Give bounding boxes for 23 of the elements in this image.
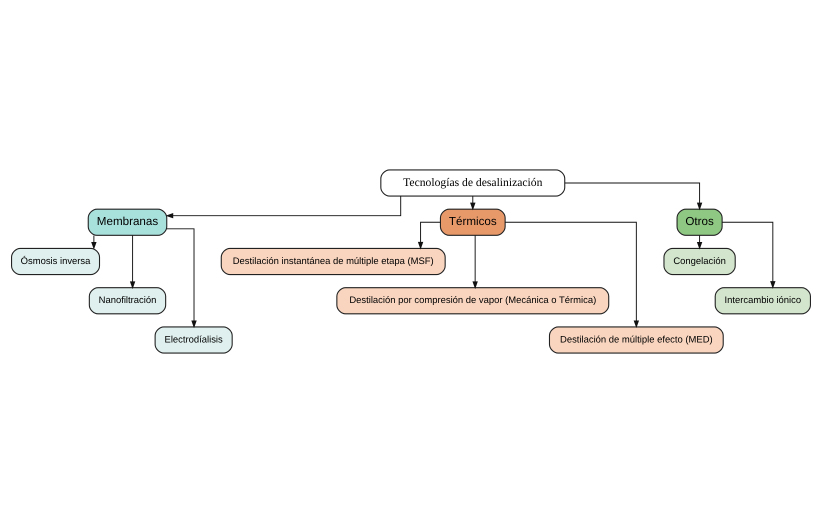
arrow bbox=[166, 228, 197, 328]
node-box: Electrodíalisis bbox=[154, 326, 233, 354]
node-box: Térmicos bbox=[440, 208, 506, 236]
arrow bbox=[696, 235, 702, 250]
arrow bbox=[418, 222, 441, 250]
node-box: Intercambio iónico bbox=[714, 287, 811, 314]
arrow bbox=[91, 235, 97, 250]
node-box: Destilación por compresión de vapor (Mecánica o Térmica) bbox=[336, 287, 610, 314]
arrow bbox=[166, 196, 402, 218]
arrow bbox=[472, 235, 478, 290]
node-box: Tecnologías de desalinización bbox=[380, 169, 566, 197]
arrow bbox=[722, 222, 776, 289]
node-box: Destilación instantánea de múltiple etapa (MSF) bbox=[220, 248, 446, 276]
arrow bbox=[130, 235, 136, 290]
arrow bbox=[504, 222, 640, 328]
node-box: Ósmosis inversa bbox=[11, 248, 100, 276]
node-box: Nanofiltración bbox=[88, 287, 166, 314]
node-box: Destilación de múltiple efecto (MED) bbox=[548, 326, 724, 354]
arrow bbox=[564, 182, 702, 210]
node-box: Congelación bbox=[663, 248, 736, 276]
node-box: Membranas bbox=[88, 208, 168, 236]
node-box: Otros bbox=[676, 208, 723, 236]
arrow bbox=[470, 196, 476, 210]
